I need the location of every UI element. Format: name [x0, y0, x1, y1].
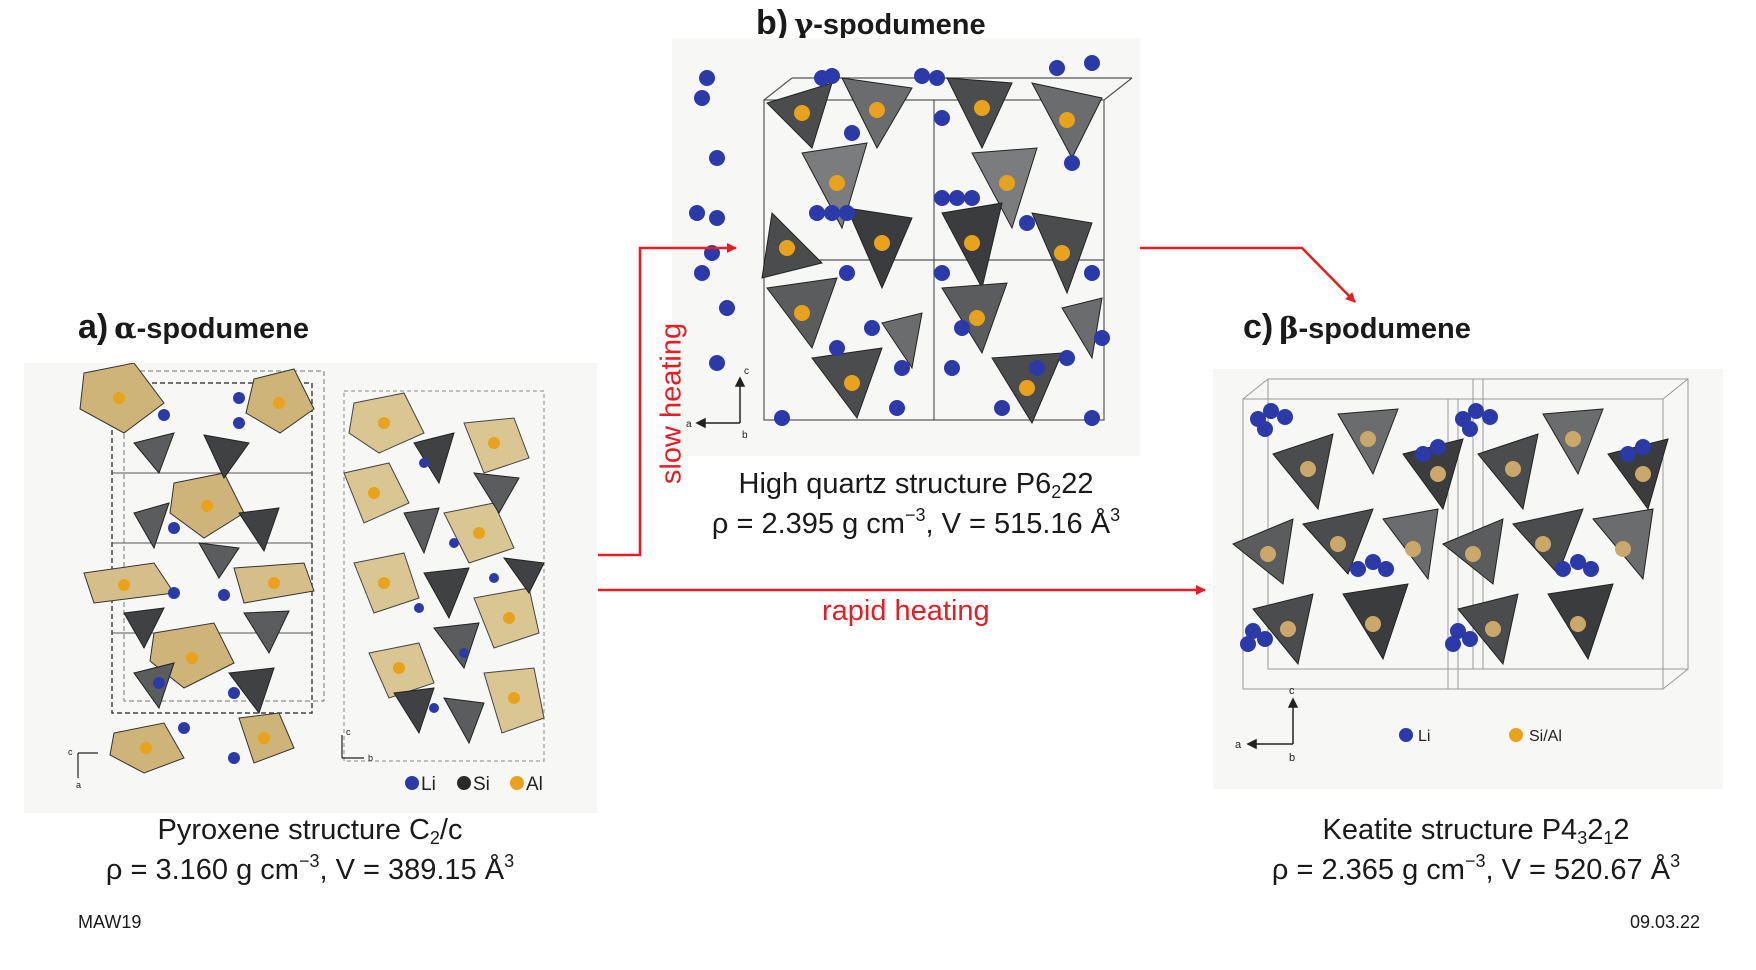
footer-date: 09.03.22 [1630, 912, 1701, 932]
panel-a-letter: a) [78, 308, 109, 346]
panel-a-structure-tail: /c [439, 814, 463, 846]
alpha-axes-left [77, 752, 98, 778]
gamma-axes [695, 376, 746, 429]
panel-b-title: b)γ-spodumene [756, 4, 986, 43]
panel-a-structure-sub: 2 [429, 828, 440, 848]
panel-b-caption: High quartz structure P6222 ρ = 2.395 g … [666, 464, 1166, 544]
panel-b-rho-exp: −3 [904, 505, 926, 525]
panel-a-rho: ρ = 3.160 g cm [105, 854, 299, 886]
panel-c-structure-tail: 2 [1613, 814, 1630, 846]
rapid-heating-label: rapid heating [822, 595, 990, 627]
panel-b-density: ρ = 2.395 g cm−3, V = 515.16 Å3 [666, 504, 1166, 544]
panel-a-density: ρ = 3.160 g cm−3, V = 389.15 Å3 [60, 850, 560, 890]
alpha-axis-b-label: b [368, 753, 373, 763]
panel-b-volume: , V = 515.16 Å [925, 508, 1111, 540]
alpha-legend: Li Si Al [405, 774, 543, 795]
beta-axis-b-label: b [1289, 752, 1295, 764]
panel-c-structure-sub1: 3 [1577, 828, 1588, 848]
panel-b-letter: b) [756, 4, 789, 42]
panel-c-structure-mid: 2 [1587, 814, 1604, 846]
beta-structure-drawing: c a b Li Si/Al [1232, 378, 1689, 764]
gamma-li-atoms [689, 55, 1110, 426]
footer-left-code: MAW19 [78, 912, 142, 932]
legend-li-label: Li [421, 774, 436, 795]
panel-c-name: -spodumene [1298, 313, 1471, 345]
alpha-structure-drawing: c a c b Li Si Al [68, 362, 545, 795]
panel-a-structure-text: Pyroxene structure C [157, 814, 430, 846]
panel-c-caption: Keatite structure P43212 ρ = 2.365 g cm−… [1226, 810, 1726, 890]
panel-c-rho: ρ = 2.365 g cm [1271, 854, 1465, 886]
panel-c-greek: β [1279, 311, 1299, 345]
panel-c-structure-text: Keatite structure P4 [1322, 814, 1578, 846]
beta-axes [1246, 697, 1299, 750]
gamma-structure-drawing: c a b [686, 55, 1133, 441]
beta-spodumene-structure-image: c a b Li Si/Al [1213, 369, 1723, 789]
slow-heating-arrow [598, 243, 737, 557]
gamma-axis-c-label: c [744, 366, 749, 377]
panel-b-greek: γ [794, 7, 814, 41]
beta-legend: Li Si/Al [1399, 728, 1562, 745]
panel-a-caption: Pyroxene structure C2/c ρ = 3.160 g cm−3… [60, 810, 560, 890]
gamma-axis-b-label: b [742, 430, 748, 441]
gamma-spodumene-structure-image: c a b [672, 38, 1140, 456]
alpha-axis-c-label-2: c [346, 727, 351, 737]
beta-axis-a-label: a [1235, 739, 1242, 751]
panel-b-structure-tail: 22 [1061, 468, 1094, 500]
panel-b-structure-sub: 2 [1051, 482, 1062, 502]
gamma-lattice [763, 77, 1133, 421]
beta-si-al-atoms [1260, 431, 1651, 637]
panel-c-volume: , V = 520.67 Å [1485, 854, 1671, 886]
panel-a-greek: α [114, 311, 137, 345]
panel-c-volume-exp: 3 [1670, 851, 1681, 871]
panel-c-rho-exp: −3 [1464, 851, 1486, 871]
alpha-axis-a-label: a [76, 780, 81, 790]
legend-li-beta-label: Li [1418, 728, 1430, 745]
gamma-si-al-atoms [779, 100, 1075, 396]
gamma-to-beta-arrow [1140, 246, 1356, 303]
panel-c-letter: c) [1243, 308, 1274, 346]
legend-si-label: Si [473, 774, 490, 795]
panel-c-structure: Keatite structure P43212 [1226, 810, 1726, 850]
panel-a-volume: , V = 389.15 Å [319, 854, 505, 886]
panel-c-structure-sub2: 1 [1603, 828, 1614, 848]
panel-b-name: -spodumene [813, 9, 986, 41]
legend-al-label: Al [526, 774, 543, 795]
alpha-cell-right [343, 390, 545, 762]
alpha-axis-c-label: c [68, 747, 73, 757]
panel-a-volume-exp: 3 [504, 851, 515, 871]
panel-a-name: -spodumene [136, 313, 309, 345]
gamma-axis-a-label: a [686, 419, 692, 430]
panel-c-density: ρ = 2.365 g cm−3, V = 520.67 Å3 [1226, 850, 1726, 890]
panel-a-rho-exp: −3 [298, 851, 320, 871]
panel-a-structure: Pyroxene structure C2/c [60, 810, 560, 850]
panel-a-title: a)α-spodumene [78, 308, 309, 347]
beta-li-atoms [1240, 403, 1651, 652]
beta-axis-c-label: c [1289, 685, 1295, 697]
alpha-cell-left [79, 362, 325, 774]
panel-c-title: c)β-spodumene [1243, 308, 1471, 347]
panel-b-structure: High quartz structure P6222 [666, 464, 1166, 504]
alpha-axes-right [341, 735, 364, 759]
slow-heating-label: slow heating [655, 322, 688, 485]
alpha-spodumene-structure-image: c a c b Li Si Al [24, 362, 597, 813]
panel-b-volume-exp: 3 [1110, 505, 1121, 525]
panel-b-rho: ρ = 2.395 g cm [711, 508, 905, 540]
panel-b-structure-text: High quartz structure P6 [738, 468, 1052, 500]
legend-sial-label: Si/Al [1529, 728, 1562, 745]
